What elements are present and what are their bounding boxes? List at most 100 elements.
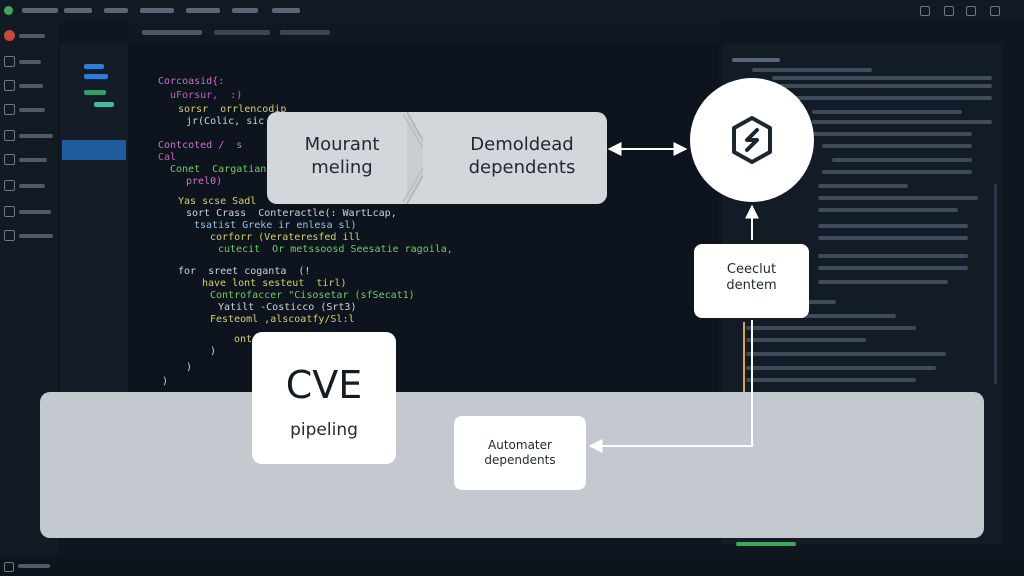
panel-line [818,208,958,212]
code-line: ) [162,376,169,387]
code-line: ) [186,362,193,373]
panel-line [746,378,916,382]
code-line: ) [210,346,217,357]
menu-bar [0,0,1024,22]
menu-item[interactable] [232,8,258,13]
sidebar-item[interactable] [4,206,51,217]
automater-line1: Automater [488,438,552,452]
automater-node[interactable]: Automater dependents [454,416,586,490]
panel-line [802,132,972,136]
sidebar-item[interactable] [4,230,53,241]
explorer-item [84,90,106,95]
node-right-line2: dependents [468,156,576,178]
code-editor[interactable]: Corcoasid{: uForsur, :) sorsr orrlencodi… [128,44,718,394]
panel-line [818,196,978,200]
sidebar-item[interactable] [4,180,45,191]
editor-tab[interactable] [142,30,202,35]
sidebar-item[interactable] [4,130,53,141]
panel-line [762,84,992,88]
panel-line [746,366,936,370]
node-left-line2: meling [311,156,373,178]
editor-tab[interactable] [214,30,270,35]
panel-line [818,236,968,240]
editor-tab[interactable] [280,30,330,35]
panel-line [812,110,962,114]
cve-subtitle: pipeling [290,420,358,440]
code-line: uForsur, :) [170,90,243,101]
panel-line [732,58,780,62]
cve-node[interactable]: CVE pipeling [252,332,396,464]
status-item [18,564,50,568]
panel-line [746,326,916,330]
menu-item[interactable] [140,8,174,13]
node-right-label: Demoldead dependents [447,134,597,179]
panel-line [736,542,796,546]
code-line: for sreet coganta (! [178,266,311,277]
explorer-item [84,74,108,79]
restore-icon[interactable] [966,6,976,16]
maximize-icon[interactable] [944,6,954,16]
menu-item[interactable] [272,8,300,13]
panel-line [818,224,968,228]
code-line: Yatilt -Costicco (Srt3) [218,302,357,313]
node-right-line1: Demoldead [470,134,574,155]
panel-line [746,352,946,356]
check-node-line1: Ceeclut [726,262,777,277]
minimize-icon[interactable] [920,6,930,16]
code-line: sort Crass Conteractle(: WartLcap, [186,208,397,219]
code-line: jr(Colic, sic [186,116,265,127]
check-node-line2: dentem [726,278,777,294]
node-left-label: Mourant meling [287,134,397,179]
menu-item[interactable] [104,8,128,13]
panel-line [818,266,968,270]
status-bar [0,556,1024,576]
sidebar-item[interactable] [4,80,43,91]
panel-line [772,76,992,80]
explorer-selected-item[interactable] [62,140,126,160]
explorer-item [84,64,104,69]
panel-line [782,96,992,100]
hexagon-s-icon [732,116,772,164]
code-line: Festeoml ,alscoatfy/Sl:l [210,314,355,325]
panel-line [818,184,908,188]
panel-line [752,68,872,72]
node-left-line1: Mourant [304,134,380,155]
code-line: sorsr orrlencodip [178,104,287,115]
panel-line [822,144,972,148]
menu-item[interactable] [64,8,92,13]
close-icon[interactable] [990,6,1000,16]
cve-title: CVE [285,363,363,407]
code-line: Contcoted / s [158,140,243,151]
editor-tab-bar [128,22,718,44]
menu-item[interactable] [186,8,220,13]
explorer-item [94,102,114,107]
code-line: prel0) [186,176,223,187]
automater-line2: dependents [484,453,556,467]
panel-line [818,280,948,284]
panel-line [818,254,968,258]
sidebar-item[interactable] [4,154,47,165]
code-line: Cal [158,152,177,163]
file-explorer [60,44,128,394]
hub-node[interactable] [690,78,814,202]
panel-line [812,120,992,124]
terminal-icon[interactable] [4,562,14,572]
arrow-to-automater [588,320,753,453]
dependency-box[interactable]: Mourant meling Demoldead dependents [267,112,607,204]
panel-line [822,170,972,174]
chevron-right-icon [402,112,423,204]
panel-line [832,158,972,162]
sidebar-item[interactable] [4,30,45,41]
code-line: Yas scse Sadl [178,196,257,207]
scrollbar[interactable] [994,184,997,384]
status-dot-icon [4,6,13,15]
code-line: corforr (Verateresfed ill [210,232,361,243]
panel-line [746,314,896,318]
check-node[interactable]: Ceeclut dentem [694,244,809,318]
code-line: Corcoasid{: [158,76,225,87]
sidebar-item[interactable] [4,104,45,115]
activity-sidebar [0,22,58,556]
menu-item[interactable] [22,8,58,13]
sidebar-item[interactable] [4,56,41,67]
